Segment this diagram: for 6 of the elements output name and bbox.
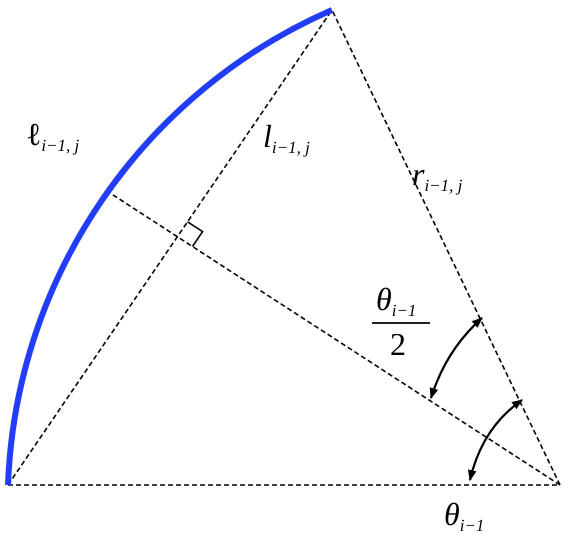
fraction-denominator: 2 [390,328,406,360]
chord-label: l$_{i−1, j}$ [263,120,310,156]
arc-label: ℓ$_{i−1, j}$ [26,118,80,154]
radius-label: r$_{i−1, j}$ [412,158,462,194]
angle-label: θ$_{i−1}$ [376,283,416,319]
angle-label: θ$_{i−1}$ [444,498,484,534]
